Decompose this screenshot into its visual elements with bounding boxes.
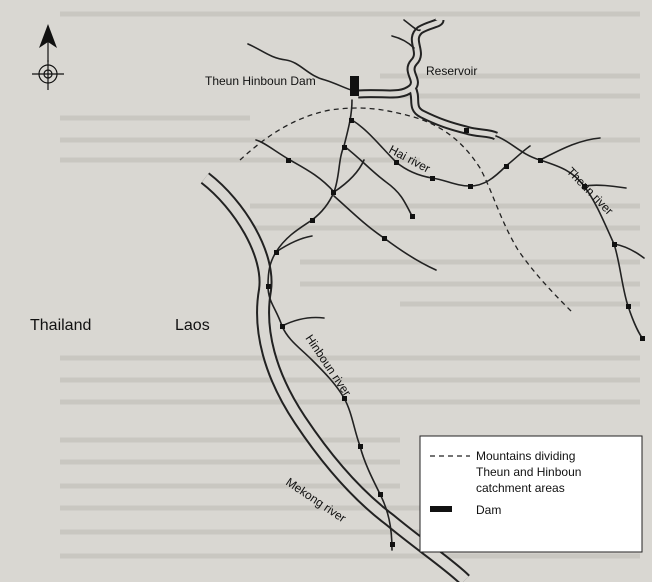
dam-label: Theun Hinboun Dam [205, 74, 316, 88]
legend-dam-label: Dam [476, 503, 501, 517]
river-markers [266, 118, 645, 547]
legend-dam-symbol [430, 506, 452, 512]
mekong-river-label: Mekong river [283, 475, 348, 525]
compass-icon [32, 60, 64, 90]
reservoir-label: Reservoir [426, 64, 477, 78]
legend-mountains-line1: Mountains dividing [476, 449, 575, 463]
reservoir [357, 17, 499, 141]
north-arrow-icon [39, 24, 57, 62]
legend: Mountains dividing Theun and Hinboun cat… [419, 435, 643, 553]
mekong-river [200, 172, 470, 582]
dam-symbol [350, 76, 359, 96]
legend-mountains-line3: catchment areas [476, 481, 565, 495]
laos-label: Laos [175, 317, 210, 334]
background-texture [60, 11, 640, 559]
legend-mountains-line2: Theun and Hinboun [476, 465, 581, 479]
upper-tributaries [247, 19, 421, 93]
mountain-divide-line [239, 107, 573, 313]
hinboun-river-label: Hinboun river [303, 332, 355, 399]
hai-river [351, 119, 531, 187]
theun-river-label: Theun river [564, 164, 616, 217]
thailand-label: Thailand [30, 317, 91, 334]
